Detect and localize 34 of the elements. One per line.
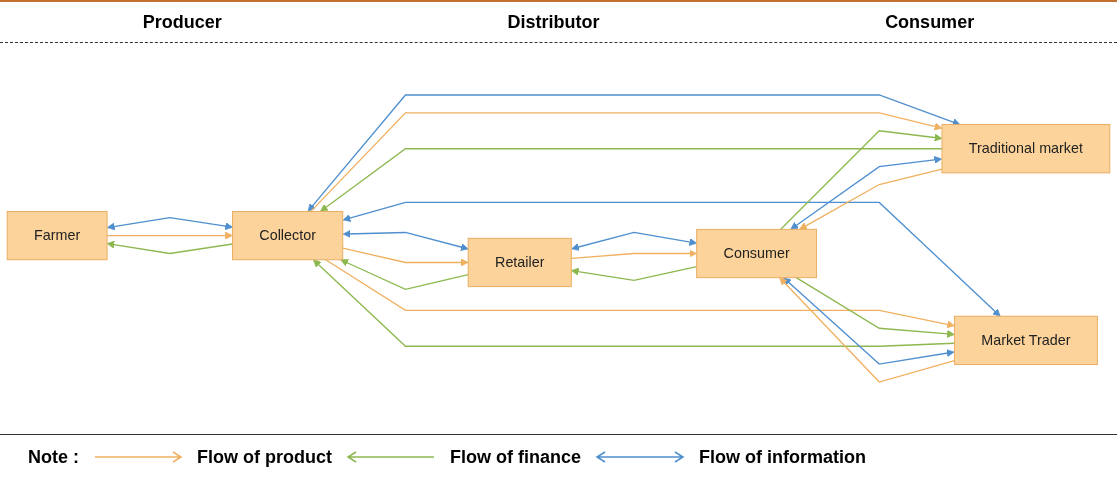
arrow xyxy=(342,201,1001,317)
node-box: Consumer xyxy=(696,228,817,279)
column-heading: Consumer xyxy=(885,11,975,33)
arrow xyxy=(342,230,469,251)
arrow xyxy=(340,259,469,291)
arrow xyxy=(571,231,698,251)
note-label: Note : xyxy=(28,446,79,468)
column-heading: Producer xyxy=(142,11,222,33)
arrow xyxy=(780,130,943,230)
arrow xyxy=(342,247,469,267)
arrow xyxy=(570,265,698,282)
arrow xyxy=(325,259,955,329)
node-box: Traditional market xyxy=(941,124,1111,174)
node-box: Retailer xyxy=(467,237,572,288)
arrow xyxy=(795,277,955,338)
arrow xyxy=(799,168,943,230)
legend-text: Flow of information xyxy=(699,446,866,468)
arrow xyxy=(107,217,233,231)
arrow xyxy=(310,112,943,213)
legend-text: Flow of finance xyxy=(450,446,581,468)
arrow xyxy=(320,148,943,212)
column-heading: Distributor xyxy=(507,11,600,33)
node-box: Collector xyxy=(232,210,344,261)
node-box: Farmer xyxy=(6,210,108,261)
arrow xyxy=(570,249,698,260)
node-box: Market Trader xyxy=(953,315,1098,365)
arrow xyxy=(790,155,942,230)
arrow xyxy=(106,231,233,240)
arrow xyxy=(783,277,955,365)
arrow xyxy=(307,94,961,212)
arrow xyxy=(106,240,234,255)
legend-text: Flow of product xyxy=(197,446,332,468)
arrow xyxy=(313,259,956,347)
arrow xyxy=(779,277,956,383)
